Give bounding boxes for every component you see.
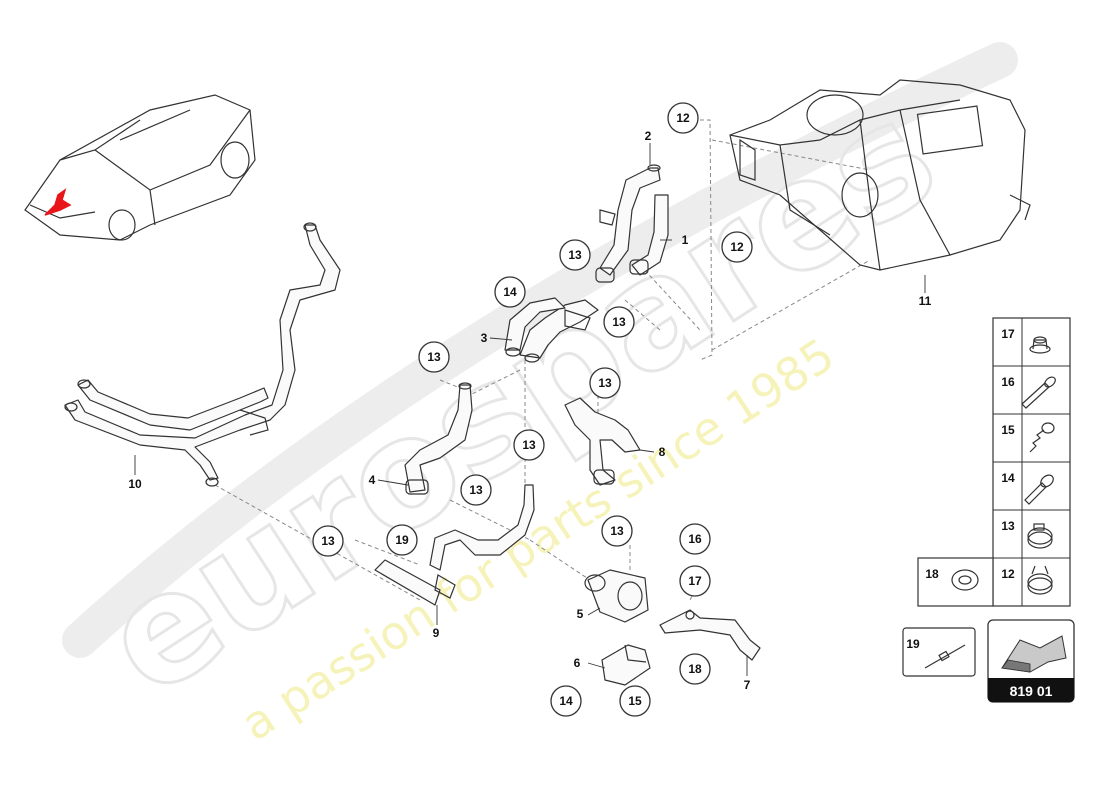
- callout-circle: 13: [603, 306, 635, 338]
- diagram-number: 819 01: [1010, 683, 1053, 699]
- callout-circle: 19: [386, 524, 418, 556]
- callout-circle: 13: [418, 341, 450, 373]
- part-number: 8: [659, 445, 666, 459]
- car-thumbnail: [24, 94, 256, 241]
- part-4-hose: [404, 382, 473, 495]
- callout-circle: 13: [460, 474, 492, 506]
- legend-label: 16: [1001, 375, 1015, 389]
- legend-label: 19: [906, 637, 920, 651]
- watermark: eurospares a passion for parts since 198…: [62, 42, 1018, 751]
- part-number: 3: [481, 331, 488, 345]
- part-number: 7: [744, 678, 751, 692]
- flange-nut-icon: [1029, 336, 1051, 354]
- watermark-brand: eurospares: [75, 68, 965, 730]
- long-bolt-icon: [1021, 376, 1056, 409]
- part-number: 2: [645, 129, 652, 143]
- callout-label: 13: [522, 438, 536, 452]
- callout-circle: 13: [513, 429, 545, 461]
- part-number: 11: [919, 294, 932, 308]
- part-9-hose: [374, 484, 535, 606]
- cable-tie-legend: 19: [902, 627, 976, 677]
- callout-label: 16: [688, 532, 702, 546]
- part-5-water-pump: [584, 569, 649, 623]
- part-11-hvac-unit: [729, 79, 1031, 271]
- spring-screw-icon: [1029, 422, 1055, 453]
- part-number: 5: [577, 607, 584, 621]
- callout-label: 18: [688, 662, 702, 676]
- callout-circle: 17: [679, 565, 711, 597]
- callout-label: 13: [321, 534, 335, 548]
- spring-clamp-icon: [1027, 565, 1053, 595]
- part-number: 1: [682, 233, 689, 247]
- hose-clamp-icon: [1027, 523, 1053, 549]
- part-leaders: [134, 143, 926, 676]
- callout-circle: 14: [494, 276, 526, 308]
- callout-label: 13: [598, 376, 612, 390]
- legend-label: 15: [1001, 423, 1015, 437]
- dashed-leaders: [214, 119, 871, 601]
- callout-circle: 13: [589, 367, 621, 399]
- callout-circle: 12: [721, 231, 753, 263]
- part-1-hose: [629, 194, 669, 276]
- bolt-icon: [1024, 474, 1054, 505]
- part-number: 9: [433, 626, 440, 640]
- callout-label: 19: [395, 533, 409, 547]
- part-number: 4: [369, 473, 376, 487]
- callout-circle: 18: [679, 653, 711, 685]
- legend-label: 17: [1001, 327, 1015, 341]
- callout-label: 12: [730, 240, 744, 254]
- callout-label: 13: [610, 524, 624, 538]
- part-number-labels: 1 2 3 4 5 6 7 8 9 10 11: [128, 129, 931, 692]
- callout-label: 13: [612, 315, 626, 329]
- highlight-marker: [44, 188, 72, 216]
- legend-label: 14: [1001, 471, 1015, 485]
- callout-circle: 13: [312, 525, 344, 557]
- callout-label: 13: [469, 483, 483, 497]
- callout-label: 17: [688, 574, 702, 588]
- callout-label: 12: [676, 111, 690, 125]
- grommet-icon: [951, 569, 979, 591]
- legend-label: 18: [925, 567, 939, 581]
- callout-label: 15: [628, 694, 642, 708]
- part-7-bracket: [659, 609, 761, 661]
- part-8-hose: [564, 397, 641, 486]
- part-6-bracket: [601, 644, 651, 686]
- callout-circle: 15: [619, 685, 651, 717]
- callout-circle: 16: [679, 523, 711, 555]
- cable-tie-icon: [924, 644, 966, 669]
- fastener-legend: 17 16 15 14 13 12 18: [917, 317, 1071, 607]
- diagram-badge: 819 01: [987, 619, 1075, 703]
- callout-label: 13: [568, 248, 582, 262]
- legend-label: 13: [1001, 519, 1015, 533]
- arrow-icon: [1001, 635, 1067, 673]
- callout-label: 14: [559, 694, 573, 708]
- legend-label: 12: [1001, 567, 1015, 581]
- part-2-hose: [595, 164, 661, 283]
- callout-circle: 14: [550, 685, 582, 717]
- part-number: 6: [574, 656, 581, 670]
- part-3-hose-junction: [504, 297, 599, 363]
- callout-circle: 12: [667, 102, 699, 134]
- part-number: 10: [128, 477, 142, 491]
- callout-circle: 13: [601, 515, 633, 547]
- callout-label: 13: [427, 350, 441, 364]
- part-10-coolant-pipe: [64, 222, 341, 487]
- callout-label: 14: [503, 285, 517, 299]
- callout-circle: 13: [559, 239, 591, 271]
